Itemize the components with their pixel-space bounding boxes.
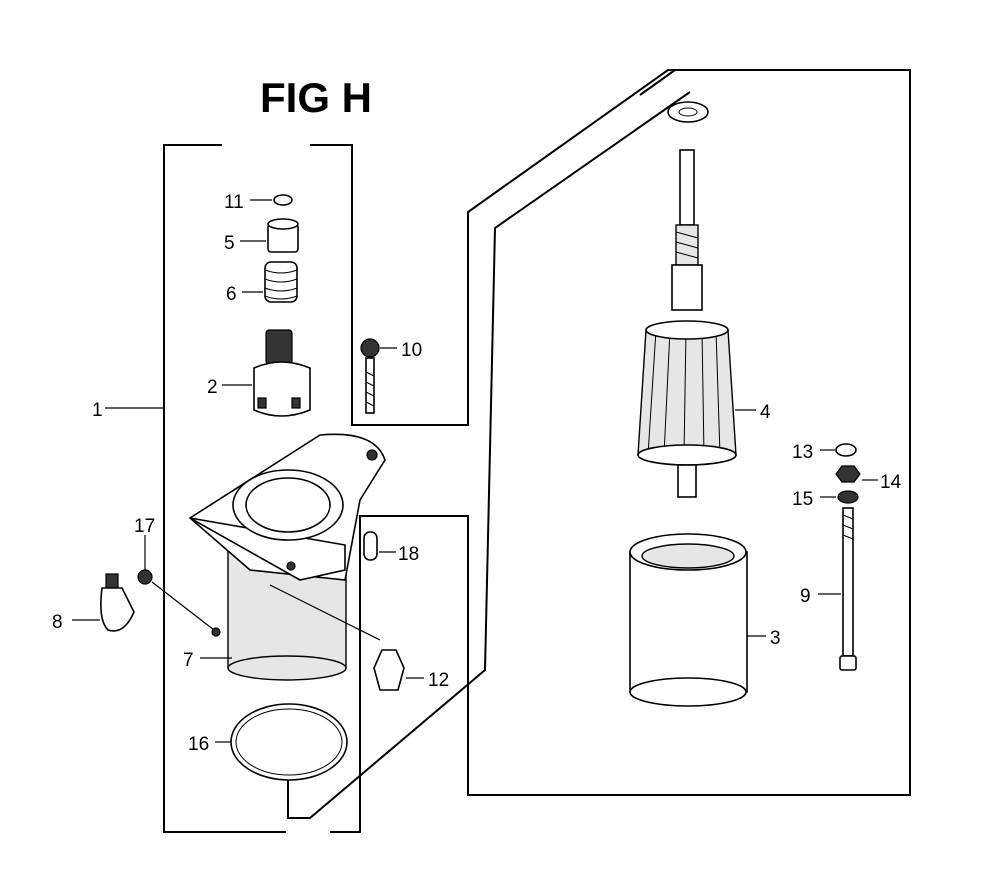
callout-5: 5 <box>224 233 235 254</box>
part-16-o-ring <box>215 703 348 781</box>
figure-title: FIG H <box>260 74 372 121</box>
part-3-yoke <box>629 533 766 707</box>
callout-8: 8 <box>52 612 63 633</box>
part-8-terminal-boot <box>72 573 135 632</box>
part-2-pinion-gear <box>222 329 311 417</box>
part-17-screw <box>137 535 215 631</box>
callout-15: 15 <box>792 489 813 510</box>
callout-9: 9 <box>800 586 811 607</box>
callout-13: 13 <box>792 442 813 463</box>
callout-7: 7 <box>183 650 194 671</box>
part-7-motor-case <box>188 433 386 681</box>
part-13-washer <box>820 443 857 457</box>
callout-4: 4 <box>760 402 771 423</box>
starter-assembly-frame <box>163 69 911 833</box>
part-9-through-bolt <box>818 507 857 671</box>
part-15-lock-washer <box>820 490 859 504</box>
callout-6: 6 <box>226 284 237 305</box>
part-18-clip <box>363 531 396 561</box>
callout-17: 17 <box>134 516 155 537</box>
callout-1: 1 <box>92 400 103 421</box>
callout-3: 3 <box>770 628 781 649</box>
part-4-armature <box>637 149 756 498</box>
callout-11: 11 <box>224 192 244 213</box>
part-12-wire-clamp <box>269 584 424 691</box>
callout-10: 10 <box>401 340 422 361</box>
armature-washer <box>667 101 709 123</box>
callout-16: 16 <box>188 734 209 755</box>
callout-labels: 1 2 3 4 5 6 7 8 9 10 11 12 13 14 15 16 1… <box>52 192 902 755</box>
part-10-bolt <box>360 338 397 414</box>
part-5-stop-collar <box>240 218 299 253</box>
part-6-spring <box>242 261 298 303</box>
callout-18: 18 <box>398 544 419 565</box>
callout-12: 12 <box>428 670 449 691</box>
callout-14: 14 <box>880 472 902 493</box>
part-11-ring <box>250 194 293 206</box>
callout-2: 2 <box>207 377 218 398</box>
assembly-connector-line <box>287 69 691 819</box>
part-14-nut <box>835 465 878 483</box>
